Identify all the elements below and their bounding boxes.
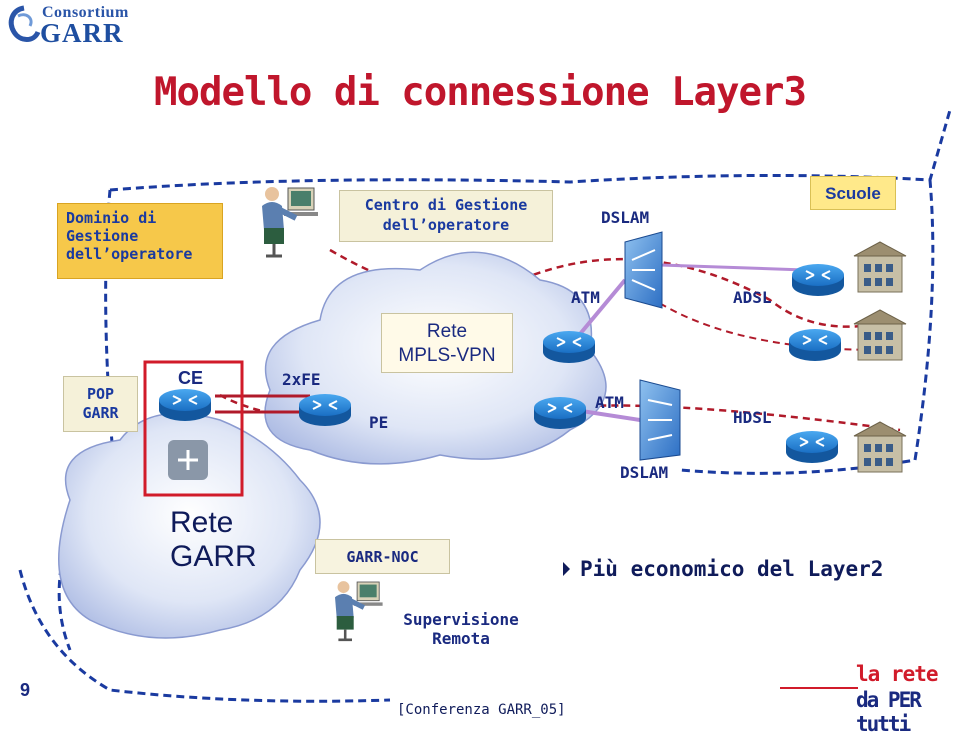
centro-gestione-box: Centro di Gestione dell’operatore	[339, 190, 553, 242]
supervisione-line1: Supervisione	[403, 610, 519, 629]
rete-garr-label: Rete GARR	[170, 506, 257, 574]
garr-swirl-icon	[8, 5, 41, 42]
school-router-2-icon	[788, 328, 842, 362]
adsl-link	[659, 263, 806, 272]
dominio-line2: Gestione	[66, 227, 139, 245]
footer-text: [Conferenza GARR_05]	[397, 702, 566, 718]
pop-garr-box: POP GARR	[63, 376, 138, 432]
rete-garr-line2: GARR	[170, 540, 257, 573]
garr-noc-box: GARR-NOC	[315, 539, 450, 574]
dominio-line3: dell’operatore	[66, 245, 193, 263]
dominio-gestione-box: Dominio di Gestione dell’operatore	[57, 203, 223, 279]
mpls-line1: Rete	[426, 321, 468, 342]
slide-title: Modello di connessione Layer3	[154, 70, 807, 115]
atm-router-top-icon	[542, 330, 596, 364]
atm-link-top	[573, 278, 627, 342]
supervisione-line2: Remota	[432, 629, 490, 648]
rete-mpls-box: Rete MPLS-VPN	[381, 313, 513, 373]
ce-router-icon	[158, 388, 212, 422]
hdsl-label: HDSL	[733, 408, 772, 427]
logo-line1: Consortium	[42, 4, 129, 21]
school-building-1-icon	[853, 241, 907, 293]
pe-router-icon	[298, 393, 352, 427]
atm-bottom-label: ATM	[595, 393, 624, 412]
rete-garr-line1: Rete	[170, 506, 234, 539]
dslam-bottom-icon	[639, 379, 681, 461]
logo-line2: GARR	[40, 18, 124, 48]
pe-label: PE	[369, 413, 389, 432]
brand-line1: la rete	[856, 662, 939, 686]
dslam-top-icon	[624, 231, 663, 309]
operator-person-icon	[262, 187, 318, 256]
two-fe-label: 2xFE	[282, 370, 321, 389]
dslam-top-label: DSLAM	[601, 208, 650, 227]
mpls-line2: MPLS-VPN	[398, 345, 496, 366]
page-number: 9	[20, 680, 31, 700]
supervisor-person-icon	[335, 581, 383, 640]
centro-line1: Centro di Gestione	[364, 196, 528, 214]
bullet-text: Più economico del Layer2	[580, 557, 884, 581]
adsl-label: ADSL	[733, 288, 772, 307]
scuole-box: Scuole	[810, 176, 896, 210]
pop-line2: GARR	[82, 404, 119, 422]
dslam-bottom-label: DSLAM	[620, 463, 669, 482]
consortium-garr-logo: Consortium GARR	[4, 2, 144, 48]
pop-line1: POP	[86, 385, 115, 403]
dominio-line1: Dominio di	[66, 209, 157, 227]
school-router-3-icon	[785, 430, 839, 464]
garr-switch-icon	[168, 440, 208, 480]
admin-boundary-dashed	[18, 109, 952, 703]
supervisione-label: Supervisione Remota	[392, 610, 530, 648]
ce-label: CE	[178, 368, 204, 388]
la-rete-da-per-tutti-logo: la rete da PER tutti	[854, 662, 958, 736]
ce-highlight-box	[143, 360, 244, 497]
school-router-1-icon	[791, 263, 845, 297]
school-building-2-icon	[853, 309, 907, 361]
atm-top-label: ATM	[571, 288, 600, 307]
brand-line2: da PER tutti	[856, 688, 922, 736]
centro-line2: dell’operatore	[382, 216, 510, 234]
atm-router-bottom-icon	[533, 396, 587, 430]
bullet-arrow-icon	[563, 562, 570, 576]
